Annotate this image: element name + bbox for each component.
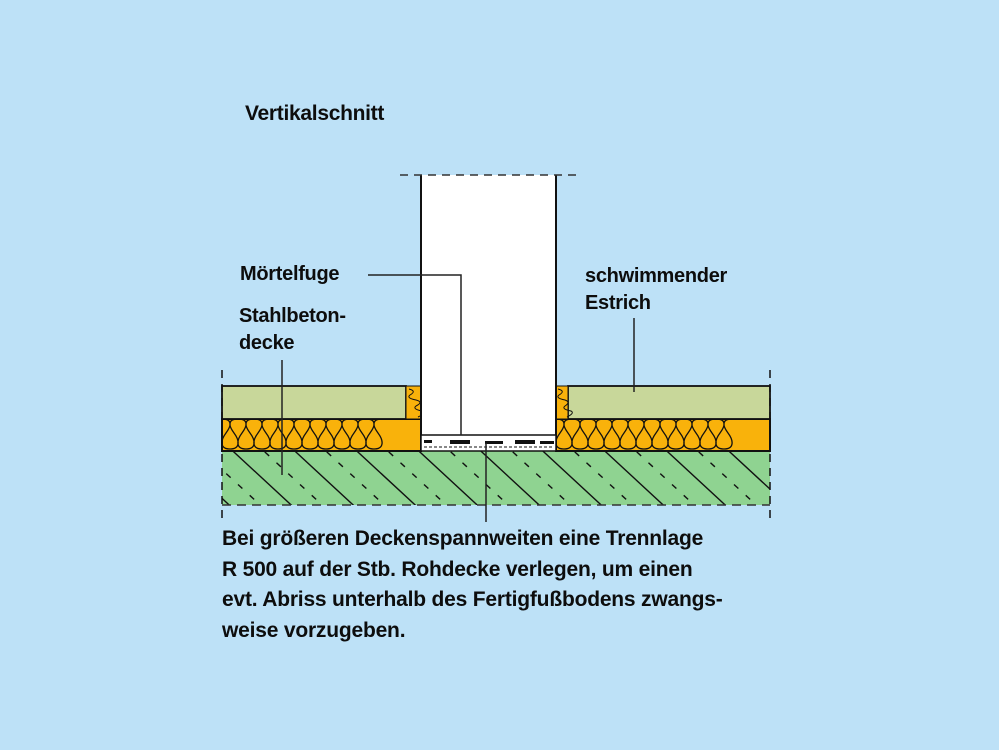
label-estrich-line1: schwimmender bbox=[585, 265, 728, 287]
insulation-left bbox=[221, 418, 422, 452]
label-stahlbetondecke: Stahlbeton- decke bbox=[239, 303, 389, 357]
note-line: evt. Abriss unterhalb des Fertigfußboden… bbox=[222, 588, 723, 611]
label-schwimmender-estrich: schwimmender Estrich bbox=[585, 263, 785, 317]
label-moertelfuge: Mörtelfuge bbox=[240, 263, 340, 285]
screed-right bbox=[567, 385, 771, 420]
label-estrich-line2: Estrich bbox=[585, 292, 651, 314]
label-stahlbetondecke-line1: Stahlbeton- bbox=[239, 305, 346, 327]
insulation-right bbox=[555, 418, 771, 452]
mortar-joint bbox=[420, 434, 557, 452]
label-stahlbetondecke-line2: decke bbox=[239, 332, 295, 354]
leader-moertelfuge bbox=[368, 274, 462, 435]
diagram-title: Vertikalschnitt bbox=[245, 102, 385, 125]
concrete-slab bbox=[222, 451, 770, 506]
screed-left bbox=[221, 385, 407, 420]
note-line: R 500 auf der Stb. Rohdecke verlegen, um… bbox=[222, 557, 693, 581]
note-line: weise vorzugeben. bbox=[222, 618, 406, 642]
masonry-wall bbox=[400, 174, 578, 435]
note-line: Bei größeren Deckenspannweiten eine Tren… bbox=[222, 527, 704, 550]
note-text: Bei größeren Deckenspannweiten eine Tren… bbox=[222, 524, 802, 646]
